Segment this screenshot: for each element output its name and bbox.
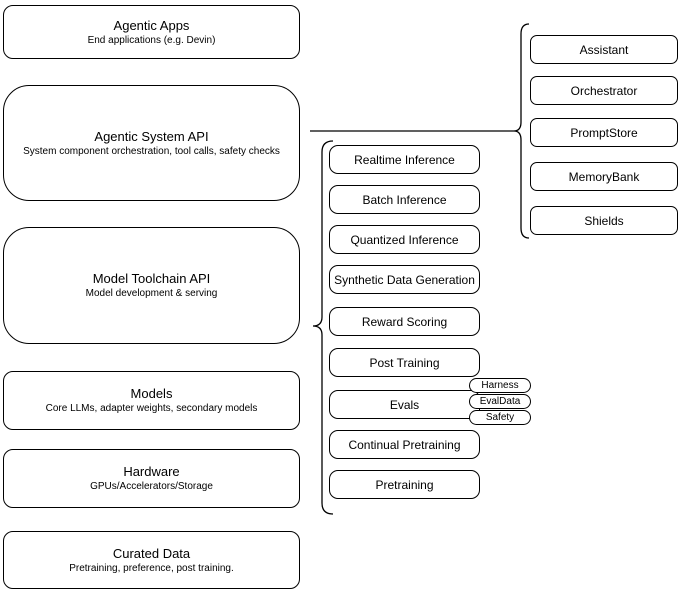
tag-safety: Safety [469,410,531,425]
box-hardware: Hardware GPUs/Accelerators/Storage [3,449,300,508]
box-agentic-apps: Agentic Apps End applications (e.g. Devi… [3,5,300,59]
box-subtitle: Core LLMs, adapter weights, secondary mo… [45,403,258,414]
box-shields: Shields [530,206,678,235]
box-quantized-inference: Quantized Inference [329,225,480,254]
tag-harness: Harness [469,378,531,393]
box-title: Agentic System API [94,128,209,144]
box-curated-data: Curated Data Pretraining, preference, po… [3,531,300,589]
box-subtitle: System component orchestration, tool cal… [23,145,280,157]
box-batch-inference: Batch Inference [329,185,480,214]
box-subtitle: End applications (e.g. Devin) [87,34,216,46]
box-subtitle: Pretraining, preference, post training. [69,562,234,574]
box-subtitle: GPUs/Accelerators/Storage [90,481,213,492]
box-title: Models [130,386,173,401]
box-title: Hardware [123,464,180,479]
box-synthetic-data-generation: Synthetic Data Generation [329,265,480,294]
box-post-training: Post Training [329,348,480,377]
box-reward-scoring: Reward Scoring [329,307,480,336]
box-realtime-inference: Realtime Inference [329,145,480,174]
box-continual-pretraining: Continual Pretraining [329,430,480,459]
right-brace [513,23,530,239]
box-memorybank: MemoryBank [530,162,678,191]
box-assistant: Assistant [530,35,678,64]
box-title: Curated Data [112,545,191,561]
box-title: Model Toolchain API [92,271,211,286]
box-model-toolchain-api: Model Toolchain API Model development & … [3,227,300,344]
box-subtitle: Model development & serving [85,288,218,299]
box-promptstore: PromptStore [530,118,678,147]
box-orchestrator: Orchestrator [530,76,678,105]
tag-evaldata: EvalData [469,394,531,409]
box-evals: Evals [329,390,480,419]
box-agentic-system-api: Agentic System API System component orch… [3,85,300,201]
box-title: Agentic Apps [113,17,190,33]
box-models: Models Core LLMs, adapter weights, secon… [3,371,300,430]
box-pretraining: Pretraining [329,470,480,499]
